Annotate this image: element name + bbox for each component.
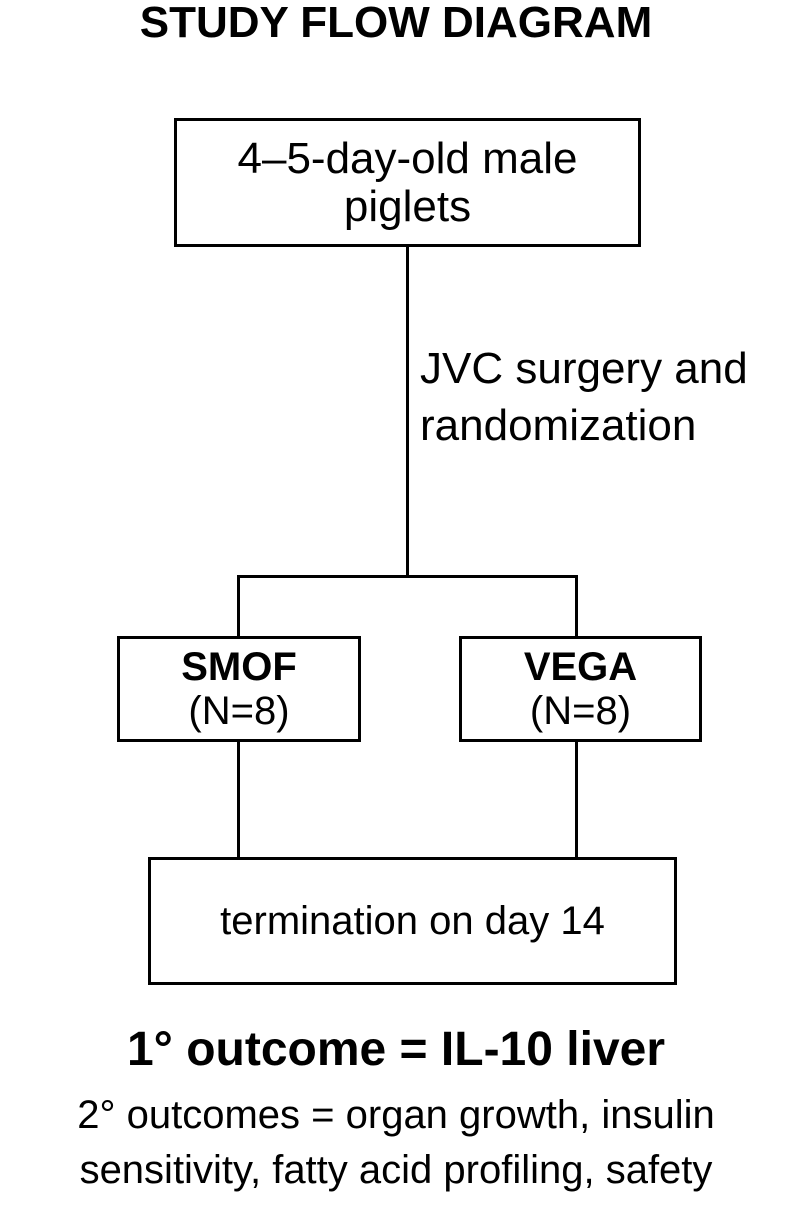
connector-vega-to-termination — [575, 742, 578, 858]
termination-box: termination on day 14 — [148, 857, 677, 985]
termination-label: termination on day 14 — [220, 899, 605, 943]
start-box-line-2: piglets — [343, 181, 472, 231]
arm-box-vega: VEGA (N=8) — [459, 636, 702, 742]
arm-name-vega: VEGA — [523, 645, 638, 689]
secondary-outcomes-line-2: sensitivity, fatty acid profiling, safet… — [79, 1148, 713, 1192]
connector-smof-to-termination — [237, 742, 240, 858]
diagram-title: STUDY FLOW DIAGRAM — [139, 0, 653, 47]
start-box-line-1: 4–5-day-old male — [237, 133, 578, 183]
connector-split-horizontal — [237, 575, 578, 578]
connector-drop-right — [575, 575, 578, 637]
primary-outcome: 1° outcome = IL-10 liver — [126, 1023, 666, 1076]
procedure-label: JVC surgery and randomization — [420, 340, 748, 454]
procedure-line-2: randomization — [420, 401, 697, 450]
secondary-outcomes-line-1: 2° outcomes = organ growth, insulin — [77, 1093, 715, 1137]
arm-name-smof: SMOF — [181, 645, 297, 689]
start-population-box: 4–5-day-old male piglets — [174, 118, 641, 247]
procedure-line-1: JVC surgery and — [420, 344, 748, 393]
arm-box-smof: SMOF (N=8) — [117, 636, 361, 742]
arm-n-smof: (N=8) — [188, 689, 290, 733]
arm-n-vega: (N=8) — [529, 689, 632, 733]
connector-top-vertical — [406, 247, 409, 578]
secondary-outcomes: 2° outcomes = organ growth, insulin sens… — [0, 1088, 792, 1198]
connector-drop-left — [237, 575, 240, 637]
